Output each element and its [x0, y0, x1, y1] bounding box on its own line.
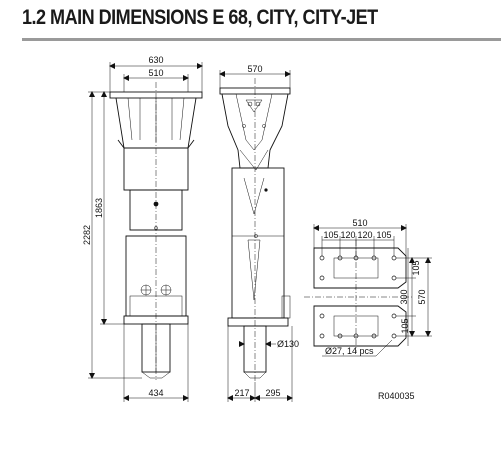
front-width-bottom: 434: [148, 388, 163, 398]
front-view: 630 510 2282 1863 434: [82, 55, 203, 402]
side-view: 570 Ø130 217 295: [219, 64, 299, 402]
side-diameter-tool: Ø130: [277, 339, 299, 349]
page-title: 1.2 MAIN DIMENSIONS E 68, CITY, CITY-JET: [22, 6, 378, 29]
front-width-inner: 510: [148, 68, 163, 78]
plate-right-bottom: 105: [400, 318, 410, 333]
title-rule: [22, 38, 501, 41]
side-width-left: 217: [234, 388, 249, 398]
drawing-id: R040035: [378, 391, 415, 401]
plate-width: 510: [352, 218, 367, 228]
plate-right-mid: 300: [399, 289, 409, 304]
front-width-top: 630: [148, 55, 163, 65]
plate-view: 510 105 120 120 105 105 300 105 570 Ø27,…: [304, 218, 432, 357]
plate-height: 570: [417, 289, 427, 304]
plate-spacing-4: 105: [376, 230, 391, 240]
plate-spacing-2: 120: [340, 230, 355, 240]
plate-holes-label: Ø27, 14 pcs: [325, 346, 374, 356]
front-height-upper: 1863: [94, 198, 104, 218]
side-width-top: 570: [247, 64, 262, 74]
plate-spacing-1: 105: [323, 230, 338, 240]
plate-right-top: 105: [411, 260, 421, 275]
front-height-total: 2282: [82, 225, 92, 245]
plate-spacing-3: 120: [357, 230, 372, 240]
side-width-right: 295: [265, 388, 280, 398]
